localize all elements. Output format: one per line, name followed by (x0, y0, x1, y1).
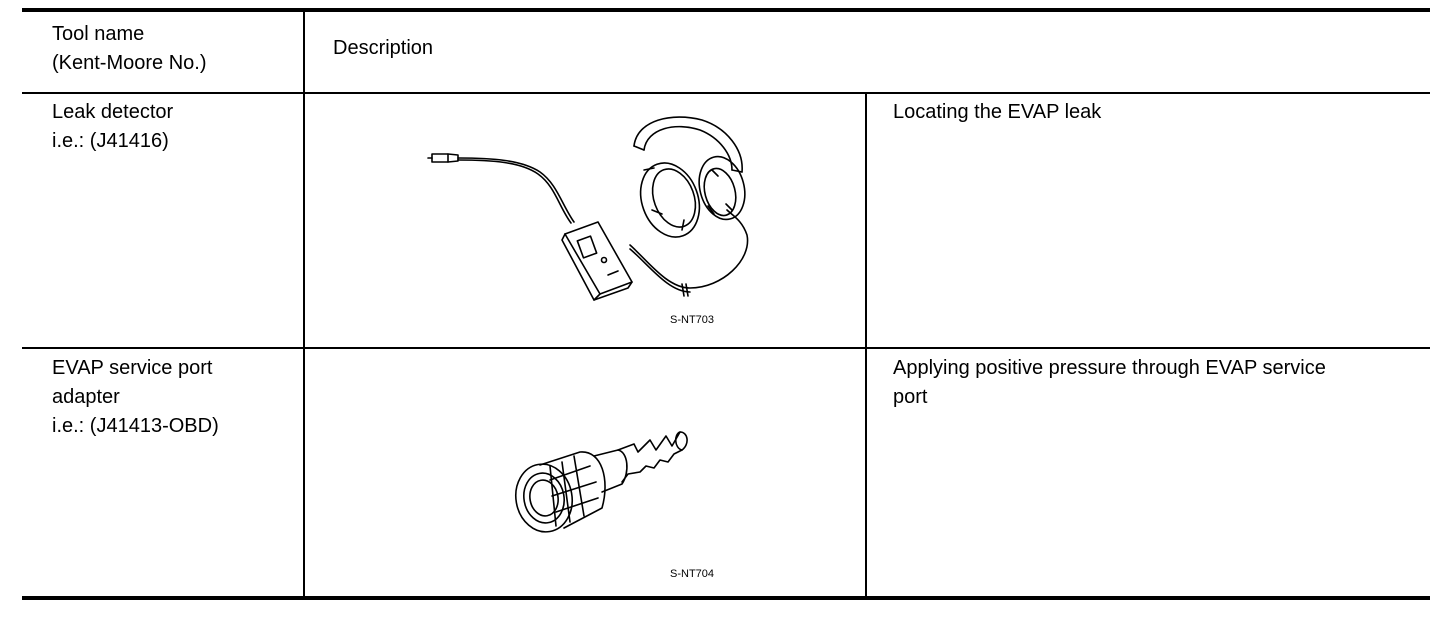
table-bottom-rule (22, 596, 1430, 600)
column-divider-2 (865, 93, 867, 596)
row-divider (22, 347, 1430, 349)
table-top-rule (22, 8, 1430, 12)
header-bottom-rule (22, 92, 1430, 94)
evap-service-port-adapter-illustration (515, 431, 688, 533)
row-1-tool-name: Leak detector i.e.: (J41416) (52, 101, 174, 152)
special-tools-table: Tool name (Kent-Moore No.) Description L… (22, 0, 1430, 618)
row-2-tool-name: EVAP service port adapter i.e.: (J41413-… (52, 357, 219, 437)
leak-detector-illustration (427, 116, 749, 301)
row-2-description: Applying positive pressure through EVAP … (893, 357, 1326, 408)
header-description: Description (333, 37, 434, 59)
figure-label-2: S-NT704 (670, 568, 715, 580)
figure-label-1: S-NT703 (670, 314, 715, 326)
header-tool-name: Tool name (Kent-Moore No.) (52, 23, 207, 74)
column-divider-1 (303, 12, 305, 596)
row-1-description: Locating the EVAP leak (893, 101, 1102, 123)
